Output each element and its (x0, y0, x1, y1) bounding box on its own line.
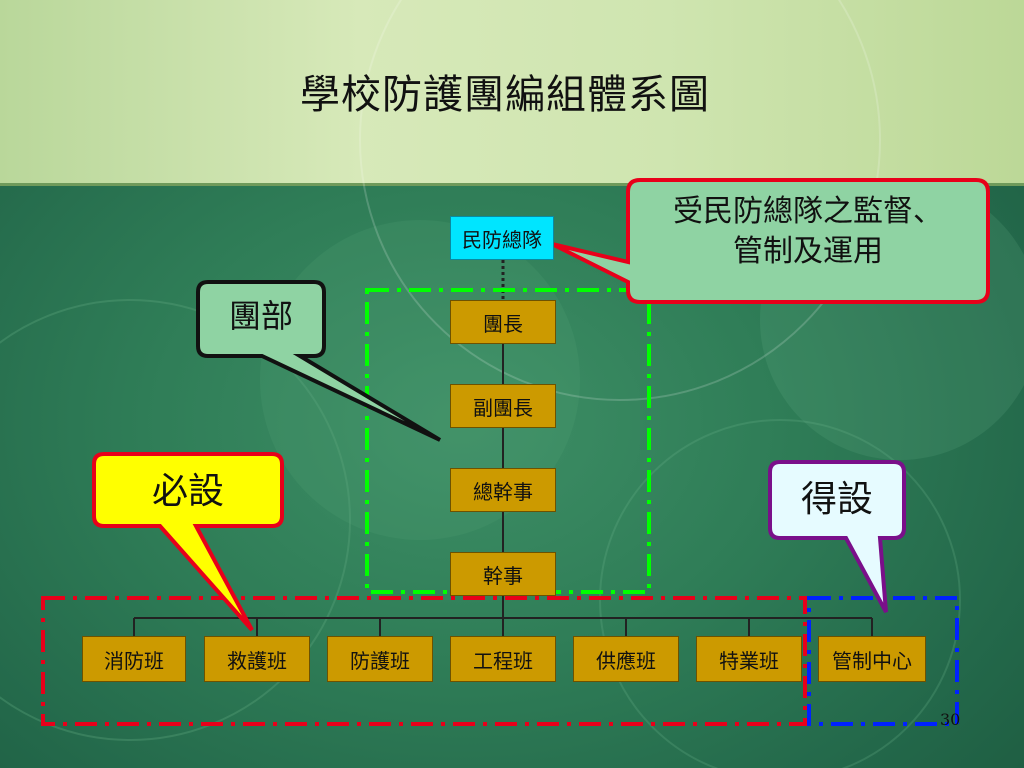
required-group-frame (41, 596, 807, 726)
supervision-callout: 受民防總隊之監督、 管制及運用 (628, 192, 988, 272)
node-chain-1: 團長 (450, 300, 556, 344)
page-title: 學校防護團編組體系圖 (300, 72, 710, 118)
page-number: 30 (940, 710, 961, 729)
headquarters-callout: 團部 (228, 297, 293, 335)
supervision-callout-line-2: 管制及運用 (733, 234, 883, 269)
team-node-5: 供應班 (573, 636, 679, 682)
headquarters-callout-shape (196, 280, 442, 442)
required-callout: 必設 (151, 471, 224, 512)
team-node-6: 特業班 (696, 636, 802, 682)
optional-callout-shape (768, 460, 906, 613)
team-node-3: 防護班 (327, 636, 433, 682)
team-node-2: 救護班 (204, 636, 310, 682)
node-chain-3: 總幹事 (450, 468, 556, 512)
node-chain-2: 副團長 (450, 384, 556, 428)
required-callout-shape (92, 452, 284, 632)
title-band (0, 0, 1024, 186)
supervision-callout-shape (551, 178, 990, 304)
optional-callout: 得設 (800, 479, 873, 520)
team-node-4: 工程班 (450, 636, 556, 682)
team-node-optional: 管制中心 (818, 636, 926, 682)
node-chain-4: 幹事 (450, 552, 556, 596)
top-node-civil-defense-corps: 民防總隊 (450, 216, 554, 260)
supervision-callout-line-1: 受民防總隊之監督、 (673, 194, 943, 229)
team-node-1: 消防班 (82, 636, 186, 682)
